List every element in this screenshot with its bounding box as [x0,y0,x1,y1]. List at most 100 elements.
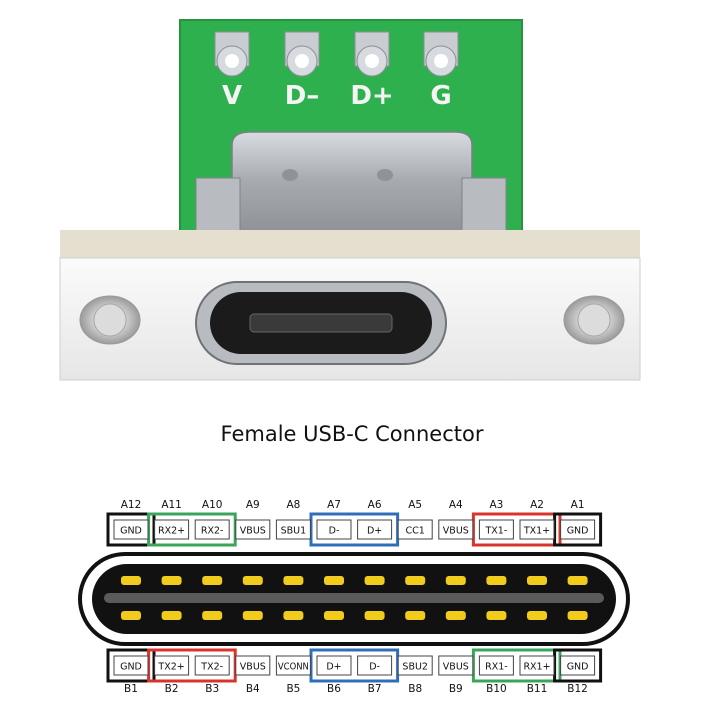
bottom-pin-number-b3: B3 [205,683,219,695]
solder-pad-2 [285,32,319,76]
top-pin-number-a8: A8 [286,499,300,511]
svg-text:SBU2: SBU2 [402,662,428,673]
solder-pad-4 [424,32,458,76]
svg-text:RX2-: RX2- [201,526,224,537]
top-pin-number-a7: A7 [327,499,341,511]
contact-bottom-3 [202,611,222,620]
silk-label-g: G [430,81,451,111]
svg-text:D+: D+ [367,526,382,537]
contact-top-5 [283,576,303,585]
svg-text:RX1-: RX1- [485,662,508,673]
contact-bottom-12 [568,611,588,620]
bottom-pin-number-b5: B5 [286,683,300,695]
bottom-pin-label-b6-dplus: D+ [317,656,351,675]
top-pin-number-a6: A6 [368,499,382,511]
top-pin-number-a1: A1 [571,499,585,511]
silk-label-dplus: D+ [350,81,393,111]
contact-top-9 [446,576,466,585]
svg-text:VBUS: VBUS [240,526,266,537]
contact-top-4 [243,576,263,585]
contact-bottom-5 [283,611,303,620]
usb-c-port-opening [196,282,446,364]
bottom-pin-label-b11-rx1plus: RX1+ [520,656,554,675]
connector-photo: V D– D+ G [0,0,704,400]
bottom-pin-number-b4: B4 [246,683,260,695]
top-pin-label-a2-tx1plus: TX1+ [520,520,554,539]
top-pin-number-a4: A4 [449,499,463,511]
bottom-pin-label-b12-gnd: GND [561,656,595,675]
svg-text:D-: D- [329,526,340,537]
bottom-pin-number-b6: B6 [327,683,341,695]
svg-text:TX2+: TX2+ [157,662,184,673]
svg-text:GND: GND [567,662,589,673]
contact-top-8 [405,576,425,585]
bottom-pin-number-b7: B7 [368,683,382,695]
bottom-pin-labels: GND TX2+ TX2- VBUS VCONN D+ D- SBU2 VBUS RX1- RX1+… [114,656,595,675]
bottom-pin-number-b9: B9 [449,683,463,695]
contact-bottom-8 [405,611,425,620]
svg-text:VBUS: VBUS [443,662,469,673]
contact-top-3 [202,576,222,585]
svg-text:SBU1: SBU1 [281,526,307,537]
top-pin-label-a3-tx1minus: TX1- [479,520,513,539]
top-pin-label-a8-sbu1: SBU1 [276,520,310,539]
mounting-hole-right [564,296,624,344]
svg-text:RX2+: RX2+ [158,526,185,537]
contact-top-6 [324,576,344,585]
silk-label-dminus: D– [285,81,320,111]
contact-bottom-9 [446,611,466,620]
top-pin-label-a5-cc1: CC1 [398,520,432,539]
bottom-pin-number-b1: B1 [124,683,138,695]
contact-bottom-10 [486,611,506,620]
mounting-plate-edge [60,230,640,260]
top-pin-number-a12: A12 [121,499,142,511]
bottom-pin-number-b10: B10 [486,683,507,695]
top-pin-label-a11-rx2plus: RX2+ [155,520,189,539]
svg-text:VBUS: VBUS [240,662,266,673]
contact-top-1 [121,576,141,585]
top-pin-label-a7-dminus: D- [317,520,351,539]
svg-text:VBUS: VBUS [443,526,469,537]
top-pin-label-a1-gnd: GND [561,520,595,539]
svg-text:RX1+: RX1+ [523,662,550,673]
contact-bottom-7 [365,611,385,620]
top-pin-number-a3: A3 [489,499,503,511]
svg-text:VCONN: VCONN [278,662,309,673]
contact-bottom-2 [162,611,182,620]
connector-outline [80,554,628,644]
svg-text:D+: D+ [326,662,341,673]
svg-text:TX1-: TX1- [485,526,508,537]
bottom-pin-number-b2: B2 [165,683,179,695]
contact-top-7 [365,576,385,585]
contact-bottom-11 [527,611,547,620]
mounting-hole-left [80,296,140,344]
bottom-pin-number-b12: B12 [567,683,588,695]
contact-top-12 [568,576,588,585]
top-pin-number-a10: A10 [202,499,223,511]
contact-top-10 [486,576,506,585]
svg-text:TX2-: TX2- [200,662,223,673]
contact-bottom-1 [121,611,141,620]
solder-pad-1 [215,32,249,76]
svg-text:CC1: CC1 [406,526,425,537]
top-pin-label-a9-vbus: VBUS [236,520,270,539]
bottom-pin-number-b8: B8 [408,683,422,695]
bottom-pin-label-b7-dminus: D- [358,656,392,675]
top-pin-number-a5: A5 [408,499,422,511]
top-pin-number-a9: A9 [246,499,260,511]
contact-bottom-6 [324,611,344,620]
silk-label-v: V [222,81,242,111]
metal-shell [232,132,472,240]
bottom-pin-label-b4-vbus: VBUS [236,656,270,675]
bottom-pin-label-b8-sbu2: SBU2 [398,656,432,675]
svg-text:TX1+: TX1+ [523,526,550,537]
usb-c-pinout-diagram: A12A11A10A9A8A7A6A5A4A3A2A1 GNDRX2+RX2-V… [0,490,704,712]
svg-text:GND: GND [567,526,589,537]
svg-text:D-: D- [369,662,380,673]
contact-top-11 [527,576,547,585]
top-pin-label-a10-rx2minus: RX2- [195,520,229,539]
top-pin-label-a6-dplus: D+ [358,520,392,539]
